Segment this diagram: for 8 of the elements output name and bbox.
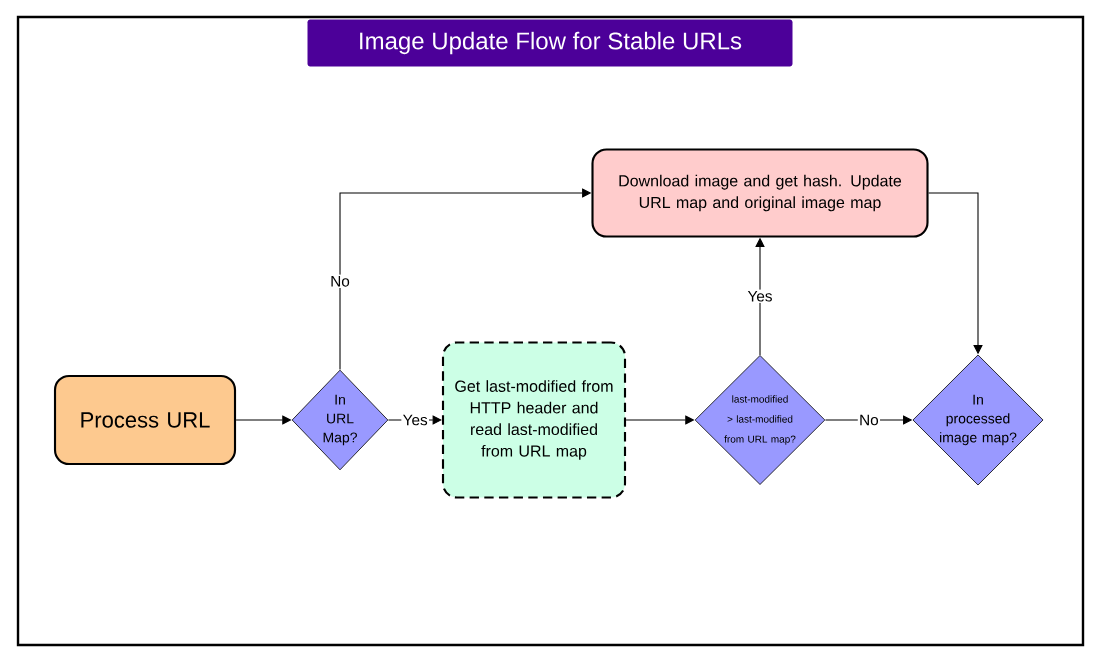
edge-label: Yes <box>401 413 429 427</box>
process-box: Download image and get hash. Update URL map and original image map <box>591 148 929 238</box>
edge-label: Yes <box>746 289 774 303</box>
title-banner: Image Update Flow for Stable URLs <box>307 19 793 67</box>
process-box: Process URL <box>53 374 237 466</box>
process-box: Get last-modified from HTTP header and read last-modified from URL map <box>441 341 627 499</box>
edge-label: No <box>328 274 352 288</box>
edge-label: No <box>857 413 881 427</box>
